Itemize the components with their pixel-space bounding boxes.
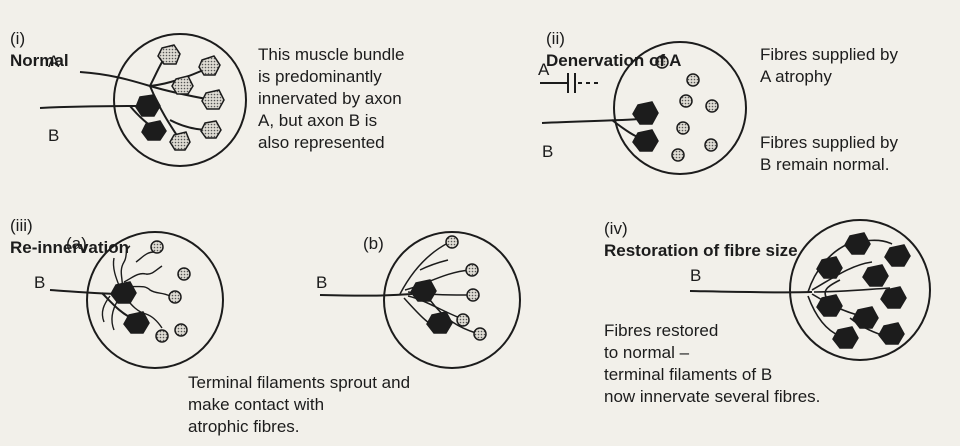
caption-denervation-a: Fibres supplied by A atrophy (760, 45, 898, 86)
axon-label-b: B (542, 142, 554, 161)
caption-reinnervation: Terminal filaments sprout and make conta… (188, 373, 411, 436)
restored-fibre (880, 286, 907, 309)
atrophic-fibre (456, 313, 470, 327)
atrophic-fibre (174, 323, 188, 337)
panel-title-restoration: (iv) Restoration of fibre size (604, 196, 798, 262)
atrophic-fibre (168, 290, 182, 304)
normal-fibre (171, 75, 194, 95)
normal-fibre (198, 55, 221, 76)
restored-fibre (832, 326, 859, 349)
restored-fibre (816, 294, 843, 317)
caption-denervation-b: Fibres supplied by B remain normal. (760, 133, 898, 174)
sub-label-a: (a) (66, 234, 87, 253)
axon-a (79, 71, 151, 87)
b-fibre (123, 311, 150, 334)
atrophic-fibre (679, 94, 693, 108)
panel-title-denervation: (ii) Denervation of A (546, 6, 681, 72)
panel-number: (iv) (604, 219, 628, 238)
restored-fibre (852, 306, 879, 329)
panel-number: (iii) (10, 216, 33, 235)
panel-reinnervation-b-fibres (410, 235, 487, 341)
normal-fibre (169, 131, 191, 151)
atrophic-fibre (465, 263, 479, 277)
caption-restoration: Fibres restored to normal – terminal fil… (604, 321, 821, 406)
atrophic-fibre (155, 329, 169, 343)
caption-normal: This muscle bundle is predominantly inne… (258, 45, 405, 152)
panel-normal-fibres (135, 44, 225, 151)
sub-label-b: (b) (363, 234, 384, 253)
axon-b (689, 290, 813, 294)
normal-fibre (201, 89, 225, 110)
axon-b (319, 293, 413, 297)
axon-label-b: B (34, 273, 46, 292)
atrophic-fibre (473, 327, 487, 341)
panel-reinnervation-a-fibres (110, 240, 191, 343)
b-fibre (110, 281, 137, 304)
atrophic-fibre (704, 138, 718, 152)
panel-restoration-fibres (816, 232, 911, 349)
b-fibre (135, 94, 161, 117)
panel-denervation-fibres (632, 55, 719, 162)
b-fibre (632, 129, 659, 152)
atrophic-fibre (150, 240, 164, 254)
b-fibre (410, 279, 437, 302)
panel-number: (i) (10, 29, 26, 48)
restored-fibre (862, 264, 889, 287)
axon-label-a: A (538, 60, 550, 79)
b-fibre (632, 101, 659, 125)
restored-fibre (816, 256, 843, 279)
muscle-bundle-circle (86, 231, 224, 369)
restored-fibre (884, 244, 911, 267)
atrophic-fibre (705, 99, 719, 113)
restored-fibre (878, 322, 905, 345)
contacting-filaments (399, 242, 477, 334)
atrophic-fibre (177, 267, 191, 281)
axon-label-b: B (316, 273, 328, 292)
b-fibre (426, 311, 453, 334)
muscle-bundle-circle (383, 231, 521, 369)
b-fibre (141, 120, 167, 141)
panel-title-reinnervation: (iii) Re-innervation (10, 193, 129, 259)
panel-title-text: Denervation of A (546, 51, 682, 70)
atrophic-fibre (655, 55, 669, 69)
axon-label-b: B (690, 266, 702, 285)
sprouting-filaments (101, 245, 171, 331)
axon-label-b: B (48, 126, 60, 145)
atrophic-fibre (445, 235, 459, 249)
normal-fibre (200, 120, 222, 139)
restored-fibre (844, 232, 871, 255)
panel-title-text: Re-innervation (10, 238, 130, 257)
atrophic-fibre (676, 121, 690, 135)
axon-b (541, 118, 641, 124)
axon-label-a: A (48, 52, 60, 71)
panel-title-text: Restoration of fibre size (604, 241, 798, 260)
normal-fibre (157, 44, 181, 65)
panel-number: (ii) (546, 29, 565, 48)
atrophic-fibre (671, 148, 685, 162)
panel-title-normal: (i) Normal (10, 6, 69, 72)
atrophic-fibre (466, 288, 480, 302)
cut-mark (567, 73, 576, 93)
panel-title-text: Normal (10, 51, 69, 70)
atrophic-fibre (686, 73, 700, 87)
